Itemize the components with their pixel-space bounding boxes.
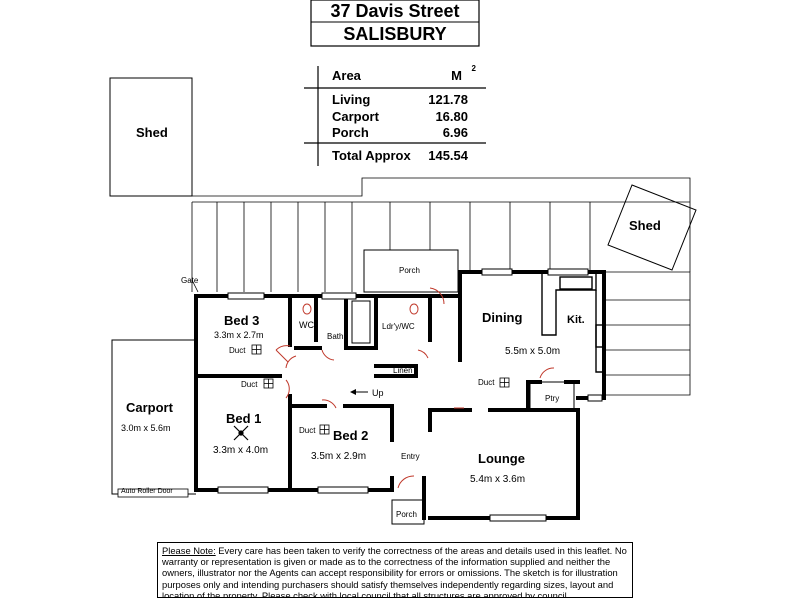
- duct-label: Duct: [229, 346, 246, 355]
- pergola: [191, 177, 691, 396]
- kitchen-label: Kit.: [567, 314, 585, 326]
- address-line-2: SALISBURY: [343, 24, 447, 44]
- kitchen-benches: [541, 272, 605, 373]
- area-unit: M: [451, 68, 462, 83]
- dining-label: Dining: [482, 310, 523, 325]
- area-row-total: Total Approx 145.54: [318, 148, 468, 164]
- area-heading: Area: [332, 68, 361, 83]
- area-label: Porch: [332, 125, 369, 140]
- title-box: [310, 0, 480, 47]
- bath-tub: [351, 300, 371, 344]
- bed3-label: Bed 3: [224, 313, 260, 328]
- pantry-label: Ptry: [545, 394, 560, 403]
- area-label: Living: [332, 92, 371, 107]
- area-label: Carport: [332, 109, 379, 124]
- shed-left-label: Shed: [136, 125, 168, 140]
- carport: [111, 339, 196, 495]
- duct-label: Duct: [478, 378, 495, 387]
- area-header-row: Area M 2: [318, 64, 476, 84]
- bed3-size: 3.3m x 2.7m: [214, 330, 264, 340]
- area-value: 16.80: [435, 109, 468, 124]
- note-label: Please Note:: [162, 545, 216, 556]
- carport-label: Carport: [126, 400, 173, 415]
- porch-top-label: Porch: [399, 266, 420, 275]
- shed-left: [109, 77, 193, 197]
- dining-size: 5.5m x 5.0m: [505, 346, 561, 357]
- disclaimer-note: Please Note: Every care has been taken t…: [157, 542, 633, 598]
- address-line-1: 37 Davis Street: [330, 1, 460, 21]
- lounge-label: Lounge: [478, 451, 525, 466]
- toilets: [302, 303, 419, 315]
- area-row-carport: Carport 16.80: [318, 109, 468, 125]
- up-label: Up: [372, 388, 384, 398]
- windows: [217, 268, 603, 522]
- duct-icons: [251, 344, 510, 435]
- area-value: 121.78: [428, 92, 468, 107]
- shed-right-label: Shed: [629, 218, 661, 233]
- area-unit-sup: 2: [471, 64, 476, 73]
- bath-label: Bath: [327, 332, 344, 341]
- linen-label: Linen: [393, 366, 413, 375]
- porch-bottom: [391, 499, 425, 525]
- entry-label: Entry: [401, 452, 420, 461]
- ceiling-fan-icon: [233, 425, 249, 441]
- shed-right: [607, 184, 697, 271]
- bed2-size: 3.5m x 2.9m: [311, 451, 367, 462]
- doors: [275, 287, 555, 489]
- area-total-label: Total Approx: [332, 148, 411, 163]
- carport-size: 3.0m x 5.6m: [121, 423, 171, 433]
- laundry-label: Ldr'y/WC: [382, 322, 415, 331]
- bed1-size: 3.3m x 4.0m: [213, 445, 269, 456]
- gate-label: Gate: [181, 276, 199, 285]
- area-value: 6.96: [442, 125, 468, 140]
- pantry: [529, 381, 575, 411]
- duct-label: Duct: [299, 426, 316, 435]
- porch-bottom-label: Porch: [396, 510, 417, 519]
- area-total-value: 145.54: [428, 148, 468, 163]
- auto-roller-door-label: Auto Roller Door: [121, 488, 173, 495]
- area-row-living: Living 121.78: [318, 92, 468, 108]
- duct-label: Duct: [241, 380, 258, 389]
- bed1-label: Bed 1: [226, 411, 262, 426]
- house-walls: [194, 270, 606, 520]
- wc-label: WC: [299, 320, 314, 330]
- lounge-size: 5.4m x 3.6m: [470, 474, 526, 485]
- note-text: Every care has been taken to verify the …: [162, 545, 627, 598]
- area-row-porch: Porch 6.96: [318, 125, 468, 141]
- bed2-label: Bed 2: [333, 428, 369, 443]
